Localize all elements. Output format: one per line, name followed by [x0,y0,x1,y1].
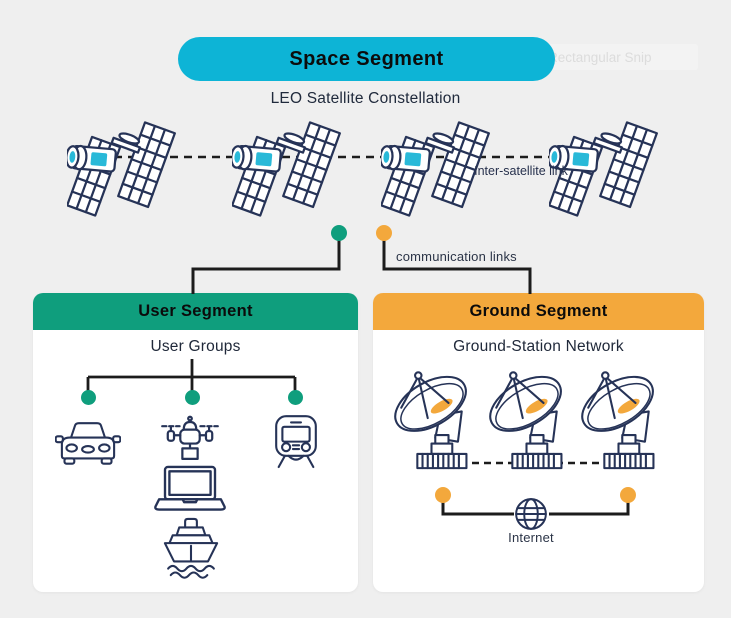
inter-satellite-link-label: Inter-satellite link [474,164,568,178]
internet-label: Internet [508,530,554,545]
laptop-icon [154,465,226,511]
satellite-icon [67,111,176,233]
user-group-node [185,390,200,405]
space-segment-title: Space Segment [289,47,444,70]
satellite-dish-icon [392,368,476,470]
user-groups-label: User Groups [150,338,241,355]
snip-artifact-label: Rectangular Snip [548,49,652,65]
train-icon [275,415,317,469]
user-link-node [331,225,347,241]
snip-toolbar-artifact: Rectangular Snip [540,44,698,70]
internet-link-node [435,487,451,503]
space-segment-header: Space Segment [178,37,555,81]
ship-icon [163,517,219,579]
internet-link-node [620,487,636,503]
user-segment-title: User Segment [138,302,253,320]
car-icon [55,422,121,465]
satellite-dish-icon [487,368,571,470]
globe-icon [515,498,547,530]
leo-constellation-label: LEO Satellite Constellation [270,90,461,107]
user-segment-header: User Segment [33,293,358,330]
ground-link-node [376,225,392,241]
drone-icon [161,415,219,460]
communication-links-label: communication links [396,249,517,264]
ground-segment-header: Ground Segment [373,293,704,330]
ground-station-network-label: Ground-Station Network [453,338,624,355]
ground-segment-title: Ground Segment [469,302,608,320]
ground-segment-panel: Ground Segment Ground-Station Network [373,293,704,592]
satellite-icon [232,111,341,233]
satellite-dish-icon [579,368,663,470]
user-link-line [191,240,341,294]
user-group-node [288,390,303,405]
user-group-node [81,390,96,405]
